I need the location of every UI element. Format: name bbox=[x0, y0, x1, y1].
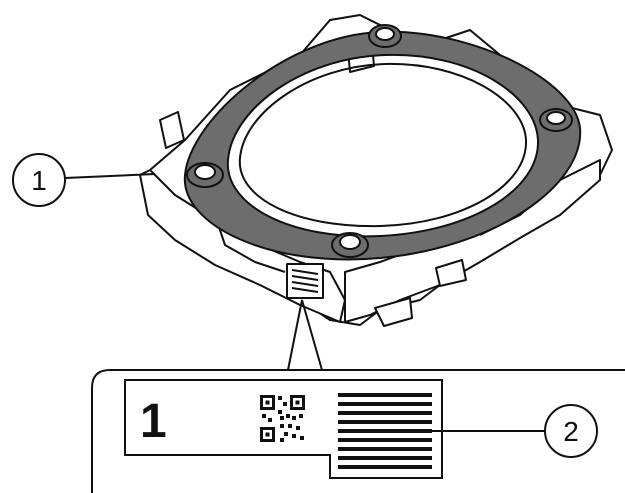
qr-code-icon bbox=[260, 395, 305, 442]
zoom-wedge bbox=[287, 299, 323, 371]
mount-ring-flange bbox=[183, 30, 582, 261]
zoom-frame bbox=[91, 369, 625, 493]
callout-2-number: 2 bbox=[563, 416, 579, 447]
mount-foot-bottom bbox=[374, 297, 413, 327]
callout-1-number: 1 bbox=[31, 165, 47, 196]
screw-bottom bbox=[331, 232, 369, 258]
mount-tab-left bbox=[159, 111, 185, 149]
callout-2-circle bbox=[544, 404, 598, 458]
screw-right bbox=[539, 108, 573, 132]
callout-1-circle bbox=[12, 153, 66, 207]
body-barcode-lines bbox=[291, 269, 319, 293]
callout-2: 2 bbox=[425, 404, 598, 458]
screw-left bbox=[186, 162, 224, 188]
mount-assembly bbox=[139, 14, 613, 327]
callout-1: 1 bbox=[12, 153, 156, 207]
mount-bore bbox=[238, 62, 528, 228]
callout-1-leader bbox=[64, 173, 156, 179]
screw-top bbox=[368, 24, 402, 48]
mount-foot-right bbox=[435, 259, 467, 287]
serial-barcode-icon bbox=[338, 393, 432, 469]
label-zoom-panel: 1 bbox=[91, 299, 625, 493]
label-number: 1 bbox=[140, 395, 167, 448]
